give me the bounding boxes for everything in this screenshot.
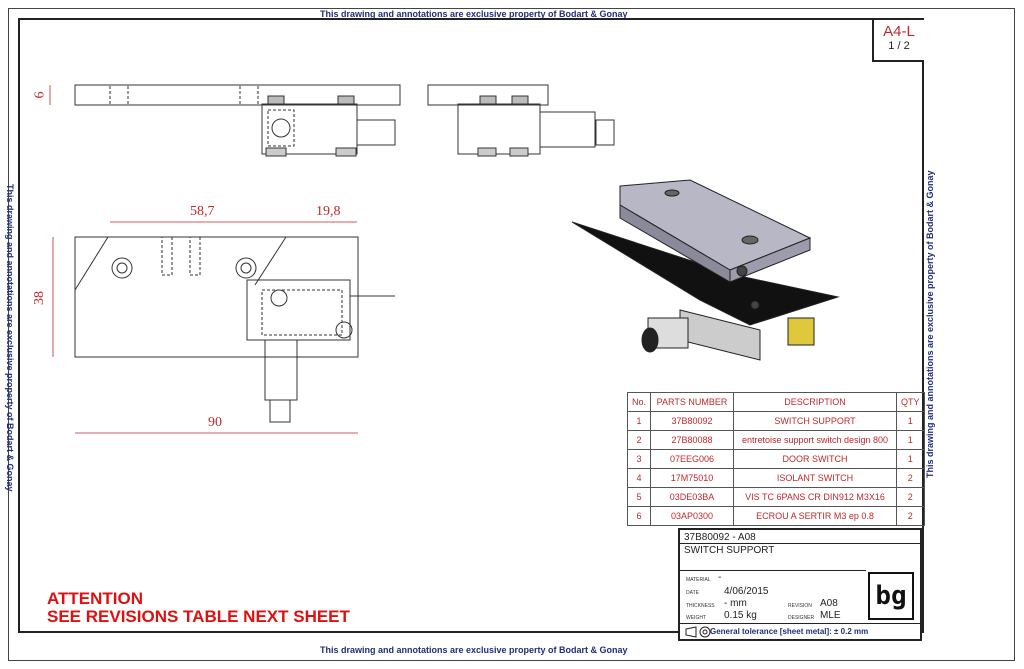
title-block: 37B80092 - A08 SWITCH SUPPORT MATERIAL -… bbox=[678, 528, 922, 641]
top-view-left bbox=[74, 84, 401, 157]
front-view bbox=[74, 236, 395, 423]
cell: 1 bbox=[896, 449, 925, 469]
date-label: DATE bbox=[686, 590, 699, 596]
weight-value: 0.15 kg bbox=[724, 610, 757, 621]
material-value: - bbox=[718, 572, 722, 583]
side-view-right bbox=[427, 84, 615, 157]
company-logo: bg bbox=[868, 572, 914, 620]
cell: 5 bbox=[626, 487, 652, 507]
cell: 2 bbox=[626, 430, 652, 450]
bottom-edge-note: This drawing and annotations are exclusi… bbox=[320, 645, 628, 655]
cell: 2 bbox=[896, 506, 925, 526]
cell: 1 bbox=[626, 411, 652, 431]
length-b-dimension: 19,8 bbox=[316, 204, 341, 219]
col-no: No. bbox=[626, 392, 652, 412]
3d-view bbox=[571, 179, 840, 361]
cell: entretoise support switch design 800 bbox=[733, 430, 898, 450]
projection-symbol-icon bbox=[685, 626, 711, 638]
height-dimension: 38 bbox=[32, 291, 47, 305]
cell: 03DE03BA bbox=[650, 487, 735, 507]
thickness-value: - mm bbox=[724, 598, 747, 609]
cell: ECROU A SERTIR M3 ep 0.8 bbox=[733, 506, 898, 526]
length-a-dimension: 58,7 bbox=[190, 204, 215, 219]
format-box: A4-L 1 / 2 bbox=[872, 20, 924, 62]
attention-heading: ATTENTION bbox=[47, 589, 144, 608]
cell: 03AP0300 bbox=[650, 506, 735, 526]
designer-value: MLE bbox=[820, 610, 841, 621]
cell: 1 bbox=[896, 411, 925, 431]
drawing-code: 37B80092 - A08 bbox=[684, 532, 756, 543]
cell: 37B80092 bbox=[650, 411, 735, 431]
drawing-frame bbox=[18, 18, 924, 633]
sheet-number: 1 / 2 bbox=[888, 40, 910, 52]
revision-value: A08 bbox=[820, 598, 838, 609]
weight-label: WEIGHT bbox=[686, 615, 706, 621]
material-label: MATERIAL bbox=[686, 577, 711, 583]
col-qty: QTY bbox=[896, 392, 925, 412]
cell: VIS TC 6PANS CR DIN912 M3X16 bbox=[733, 487, 898, 507]
thickness-dimension: 6 bbox=[32, 91, 48, 99]
total-dimension: 90 bbox=[208, 415, 222, 430]
col-parts-number: PARTS NUMBER bbox=[650, 392, 735, 412]
date-value: 4/06/2015 bbox=[724, 586, 769, 597]
parts-table-header: No. PARTS NUMBER DESCRIPTION QTY bbox=[626, 392, 925, 412]
cell: ISOLANT SWITCH bbox=[733, 468, 898, 488]
col-description: DESCRIPTION bbox=[733, 392, 898, 412]
revision-label: REVISION bbox=[788, 603, 812, 609]
thickness-label: THICKNESS bbox=[686, 603, 715, 609]
cell: 07EEG006 bbox=[650, 449, 735, 469]
cell: 2 bbox=[896, 468, 925, 488]
format-size: A4-L bbox=[883, 23, 915, 40]
cell: 1 bbox=[896, 430, 925, 450]
cell: DOOR SWITCH bbox=[733, 449, 898, 469]
cell: 3 bbox=[626, 449, 652, 469]
top-edge-note: This drawing and annotations are exclusi… bbox=[320, 9, 628, 19]
drawing-sheet bbox=[8, 8, 1015, 661]
dimension-lines bbox=[49, 85, 358, 434]
cell: 2 bbox=[896, 487, 925, 507]
cell: 27B80088 bbox=[650, 430, 735, 450]
cell: 4 bbox=[626, 468, 652, 488]
cell: 6 bbox=[626, 506, 652, 526]
cell: 17M75010 bbox=[650, 468, 735, 488]
drawing-title: SWITCH SUPPORT bbox=[684, 545, 775, 556]
designer-label: DESIGNER bbox=[788, 615, 815, 621]
general-tolerance: General tolerance [sheet metal]: ± 0.2 m… bbox=[710, 627, 869, 636]
cell: SWITCH SUPPORT bbox=[733, 411, 898, 431]
revisions-notice: SEE REVISIONS TABLE NEXT SHEET bbox=[47, 607, 350, 626]
